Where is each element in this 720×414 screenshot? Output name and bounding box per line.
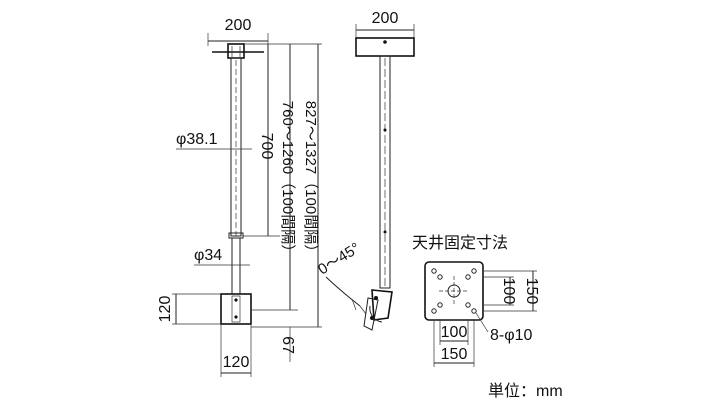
front-view: 200 φ38.1 φ34 120 120 <box>157 17 322 377</box>
bracket-height-label: 120 <box>157 296 174 323</box>
side-tilt-head <box>363 289 393 331</box>
outer-height-label: 150 <box>523 278 540 305</box>
bottom-offset-label: 67 <box>279 336 296 354</box>
ceiling-mount-plate <box>424 261 484 321</box>
holes-label: 8-φ10 <box>490 327 533 344</box>
bracket-width-label: 120 <box>223 354 250 371</box>
outer-width-label: 150 <box>441 346 468 363</box>
inner-height-label: 100 <box>500 278 517 305</box>
upper-length-label: 700 <box>258 133 275 160</box>
side-top-width-label: 200 <box>372 10 399 27</box>
unit-label: 単位：mm <box>488 382 563 400</box>
front-top-bracket <box>227 43 245 59</box>
ceiling-mount-detail: 天井固定寸法 100 150 100 150 8-φ <box>412 234 540 367</box>
front-bottom-bracket <box>220 293 252 325</box>
side-pole <box>379 55 391 289</box>
tilt-angle-label: 0〜45° <box>315 240 363 279</box>
front-top-width-label: 200 <box>225 17 252 34</box>
inner-width-label: 100 <box>441 324 468 341</box>
pole-diameter-lower-label: φ34 <box>194 247 222 264</box>
front-lower-pole <box>231 237 241 295</box>
side-view: 200 0〜45° <box>315 10 415 331</box>
pole-diameter-upper-label: φ38.1 <box>176 131 218 148</box>
ceiling-mount-title: 天井固定寸法 <box>412 234 508 252</box>
total-length-label: 827〜1327（100間隔） <box>302 101 319 259</box>
adjust-length-label: 760〜1260（100間隔） <box>279 101 296 259</box>
